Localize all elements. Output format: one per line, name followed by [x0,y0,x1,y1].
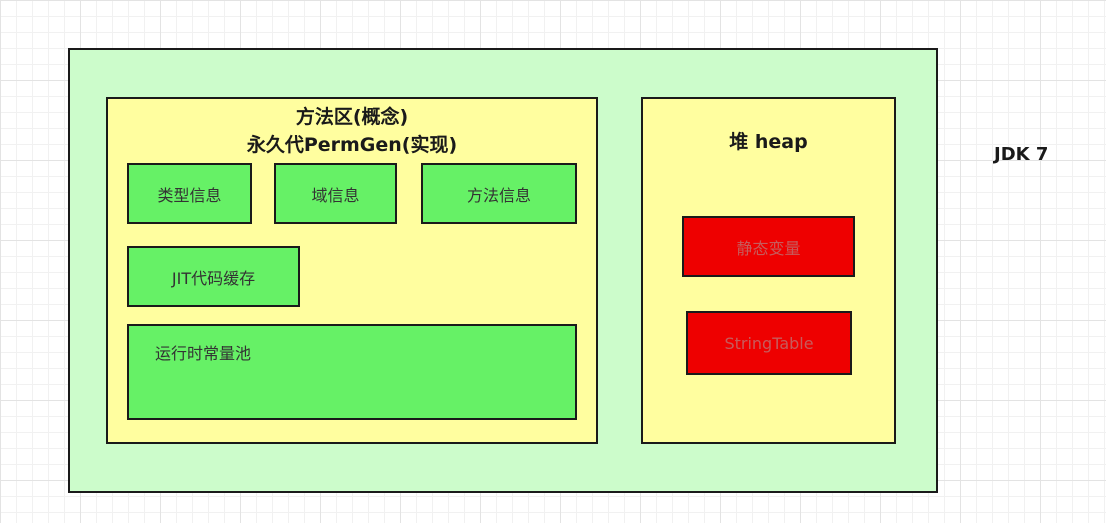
method-info-block: 方法信息 [421,163,577,224]
type-info-block: 类型信息 [127,163,252,224]
string-table-block: StringTable [686,311,852,375]
heap-title: 堆 heap [729,131,808,153]
runtime-constant-pool-block: 运行时常量池 [127,324,577,420]
field-info-block: 域信息 [274,163,397,224]
static-variables-block: 静态变量 [682,216,855,277]
jdk-version-label: JDK 7 [994,144,1049,165]
method-area-title: 方法区(概念) [295,106,409,128]
method-area-subtitle: 永久代PermGen(实现) [246,134,458,156]
jit-code-cache-block: JIT代码缓存 [127,246,300,307]
